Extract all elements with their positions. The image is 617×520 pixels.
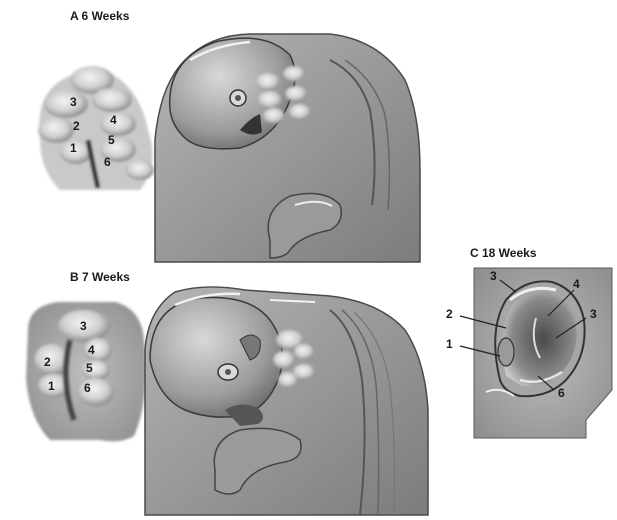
panel-c-part-label: 6 [558,386,565,400]
panel-b-title: B 7 Weeks [70,270,130,284]
panel-b-hillock-label: 5 [86,361,93,375]
panel-c-part-label: 3 [490,269,497,283]
panel-c-part-label: 4 [573,277,580,291]
panel-b-hillock-label: 4 [88,343,95,357]
panel-a-hillock-label: 3 [70,95,77,109]
panel-a-embryo [155,34,420,262]
panel-c-title: C 18 Weeks [470,246,537,260]
panel-a-hillock-closeup [38,66,154,190]
panel-c: C 18 Weeks 3 4 2 3 1 6 [446,246,612,438]
panel-a-hillock-label: 2 [73,119,80,133]
panel-c-part-label: 1 [446,337,453,351]
panel-b-hillock-label: 3 [80,319,87,333]
panel-c-ear [474,268,612,438]
panel-b-hillock-label: 2 [44,355,51,369]
panel-a-hillock-label: 1 [70,141,77,155]
panel-b-hillock-label: 6 [84,381,91,395]
panel-a: A 6 Weeks 3 2 4 1 5 6 [38,9,420,262]
panel-a-hillock-label: 6 [104,155,111,169]
panel-a-hillock-label: 4 [110,113,117,127]
panel-a-title: A 6 Weeks [70,9,130,23]
panel-b-embryo [145,287,428,515]
panel-b-hillock-label: 1 [48,379,55,393]
panel-c-part-label: 2 [446,307,453,321]
panel-c-part-label: 3 [590,307,597,321]
panel-a-hillock-label: 5 [108,133,115,147]
panel-b: B 7 Weeks 3 4 2 5 1 6 [26,270,428,515]
